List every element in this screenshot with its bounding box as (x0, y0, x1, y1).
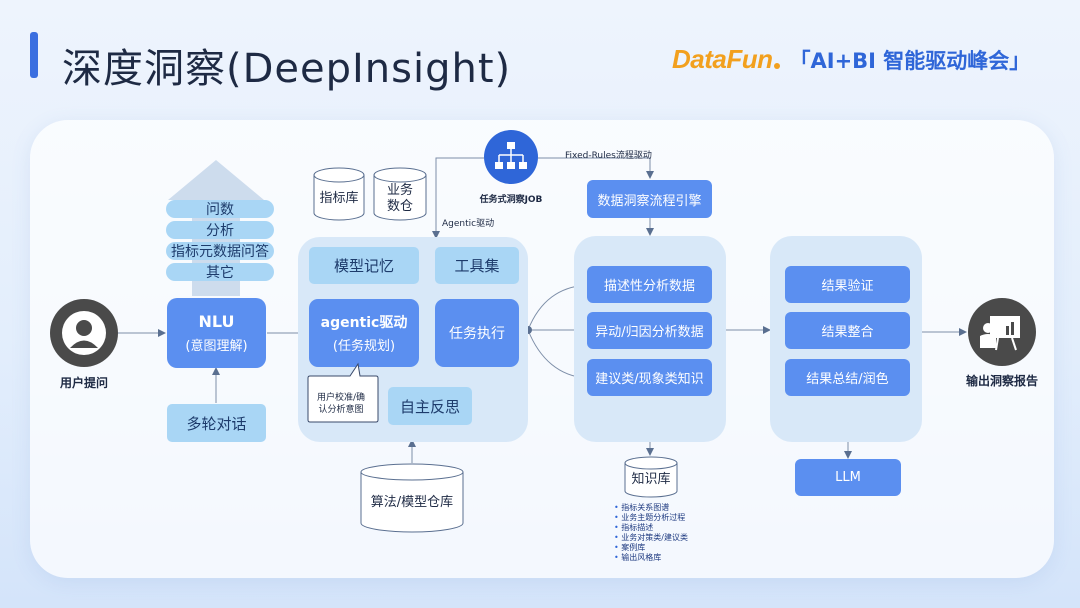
callout-line-1: 用户校准/确 (316, 393, 366, 403)
job-node (484, 130, 538, 184)
planner-title: agentic驱动 (320, 315, 408, 331)
kb-list-item: 案例库 (614, 543, 688, 553)
nlu-box: NLU (意图理解) (167, 298, 266, 368)
fixed-rules-label: Fixed-Rules流程驱动 (565, 151, 652, 161)
kb-list-item: 业务对策类/建议类 (614, 533, 688, 543)
kb-list-item: 输出风格库 (614, 553, 688, 563)
user-icon (62, 311, 106, 355)
llm-box: LLM (795, 459, 901, 496)
metrics-store-label: 指标库 (319, 191, 359, 206)
planner-subtitle: (任务规划) (332, 339, 396, 354)
user-caption: 用户提问 (59, 376, 108, 390)
intent-item: 其它 (166, 263, 274, 281)
knowledge-base-store: 知识库 (624, 456, 678, 498)
executor-box: 任务执行 (435, 299, 519, 367)
analysis-item: 异动/归因分析数据 (587, 312, 712, 349)
flow-chart-icon (495, 142, 527, 169)
algo-repo-store: 算法/模型仓库 (360, 463, 464, 533)
analysis-item: 描述性分析数据 (587, 266, 712, 303)
agentic-label: Agentic驱动 (442, 219, 495, 229)
nlu-subtitle: (意图理解) (185, 339, 248, 354)
knowledge-base-list: 指标关系图谱 业务主题分析过程 指标描述 业务对策类/建议类 案例库 输出风格库 (614, 503, 688, 563)
result-item: 结果验证 (785, 266, 910, 303)
logo-brand-text: DataFun (672, 44, 773, 74)
kb-list-item: 指标描述 (614, 523, 688, 533)
logo-dot (773, 62, 780, 69)
callout-line-2: 认分析意图 (318, 405, 364, 415)
nlu-title: NLU (198, 312, 235, 331)
report-presentation-icon (980, 316, 1020, 351)
algo-repo-label: 算法/模型仓库 (370, 495, 454, 510)
intent-item: 指标元数据问答 (166, 242, 274, 260)
output-node (968, 298, 1036, 366)
toolset-box: 工具集 (435, 247, 519, 284)
analysis-item: 建议类/现象类知识 (587, 359, 712, 396)
insight-engine-box: 数据洞察流程引擎 (587, 180, 712, 218)
callout-text: 用户校准/确 认分析意图 (308, 392, 374, 416)
knowledge-base-label: 知识库 (631, 472, 671, 487)
business-dw-label-2: 数仓 (386, 199, 413, 214)
result-item: 结果整合 (785, 312, 910, 349)
business-dw-store: 业务 数仓 (373, 167, 427, 221)
brand-logo: DataFun 「AI+BI 智能驱动峰会」 (672, 44, 1030, 75)
callout-bubble (307, 362, 379, 423)
result-item: 结果总结/润色 (785, 359, 910, 396)
edge-job-agentic (432, 157, 484, 239)
model-memory-box: 模型记忆 (309, 247, 419, 284)
intent-item: 分析 (166, 221, 274, 239)
edge-job-engine (538, 157, 654, 179)
multi-turn-box: 多轮对话 (167, 404, 266, 442)
kb-list-item: 指标关系图谱 (614, 503, 688, 513)
business-dw-label-1: 业务 (386, 183, 413, 198)
page-title: 深度洞察(DeepInsight) (62, 46, 512, 92)
planner-box: agentic驱动 (任务规划) (309, 299, 419, 367)
job-caption: 任务式洞察JOB (479, 195, 543, 205)
metrics-store: 指标库 (313, 167, 365, 221)
reflection-box: 自主反思 (388, 387, 472, 425)
kb-list-item: 业务主题分析过程 (614, 513, 688, 523)
logo-event-text: 「AI+BI 智能驱动峰会」 (789, 48, 1031, 73)
output-caption: 输出洞察报告 (965, 374, 1038, 388)
title-accent-bar (30, 32, 38, 78)
user-node (50, 299, 118, 367)
intent-item: 问数 (166, 200, 274, 218)
